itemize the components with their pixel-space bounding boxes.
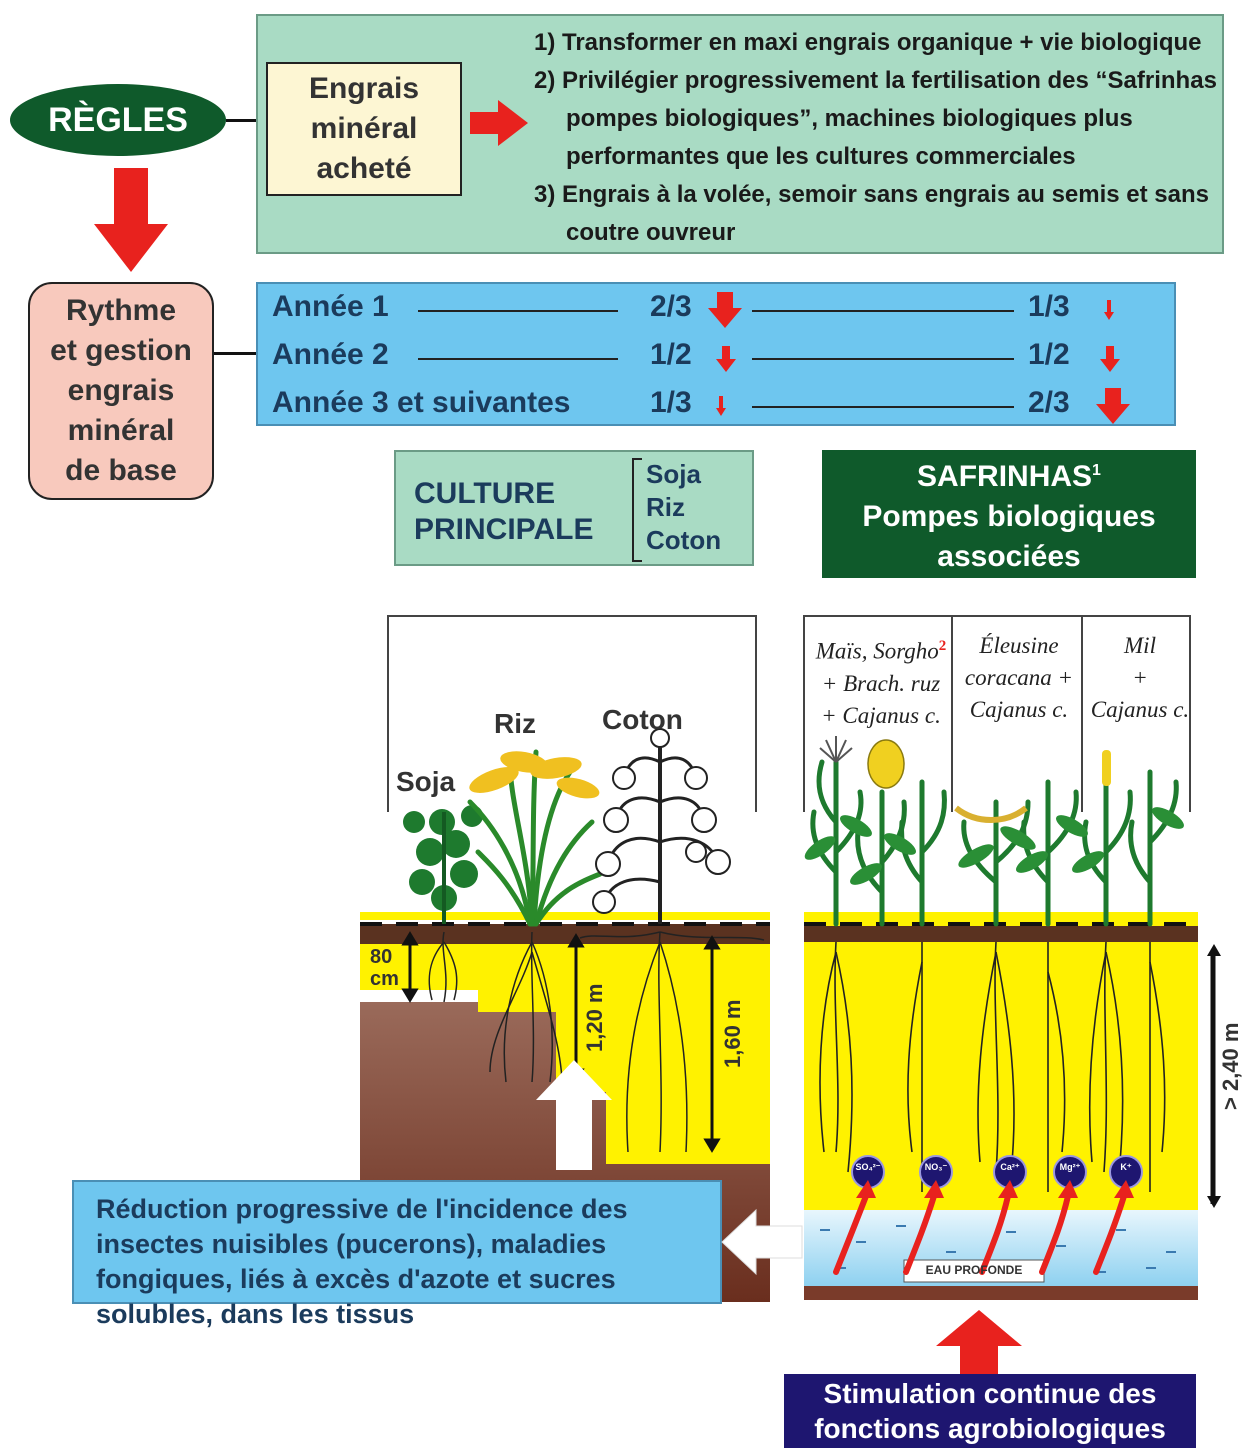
- main-share: 2/3: [650, 290, 692, 323]
- arrow-up-icon: [936, 1310, 1022, 1376]
- ion-potassium: K⁺: [1120, 1162, 1132, 1172]
- rule-item: 2) Privilégier progressivement la fertil…: [534, 67, 1217, 94]
- rule-item: coutre ouvreur: [566, 219, 736, 246]
- leader-line: [752, 358, 1014, 360]
- depth-arrow-icon: [1207, 944, 1221, 1208]
- stimulation-box: Stimulation continue des fonctions agrob…: [784, 1374, 1196, 1448]
- rule-item: performantes que les cultures commercial…: [566, 143, 1076, 170]
- mineral-fertilizer-box: Engrais minéral acheté: [266, 62, 462, 196]
- leader-line: [752, 406, 1014, 408]
- arrow-down-icon: [1104, 300, 1114, 320]
- arrow-down-icon: [708, 292, 742, 328]
- coton-depth: 1,60 m: [720, 999, 745, 1069]
- rules-list: 1) Transformer en maxi engrais organique…: [534, 24, 1218, 252]
- ion-sulfate: SO₄²⁻: [855, 1162, 881, 1172]
- ion-nitrate: NO₃⁻: [924, 1162, 948, 1172]
- year-label: Année 1: [272, 290, 389, 323]
- riz-depth: 1,20 m: [582, 983, 607, 1053]
- safrinha-column-3: Mil + Cajanus c.: [1090, 633, 1190, 722]
- leader-line: [418, 358, 618, 360]
- year-label: Année 2: [272, 338, 389, 371]
- arrow-down-icon: [716, 346, 736, 372]
- main-share: 1/3: [650, 386, 692, 419]
- deep-water-label: EAU PROFONDE: [925, 1263, 1023, 1277]
- main-crop-list: Soja Riz Coton: [646, 459, 722, 555]
- ion-calcium: Ca²⁺: [1000, 1162, 1020, 1172]
- arrow-down-icon: [716, 396, 726, 416]
- arrow-right-icon: [470, 100, 528, 146]
- safrinha-share: 1/2: [1028, 338, 1070, 371]
- arrow-down-icon: [1096, 388, 1130, 424]
- connector-line: [214, 352, 258, 355]
- rhythm-box: Rythme et gestion engrais minéral de bas…: [28, 282, 214, 500]
- main-crop-title: CULTURE PRINCIPALE: [414, 477, 594, 546]
- year-label: Année 3 et suivantes: [272, 386, 571, 419]
- safrinha-share: 1/3: [1028, 290, 1070, 323]
- arrow-down-icon: [94, 168, 168, 272]
- rule-item: pompes biologiques”, machines biologique…: [566, 105, 1133, 132]
- safrinhas-depth: > 2,40 m: [1218, 1022, 1243, 1110]
- riz-label: Riz: [494, 708, 536, 739]
- safrinha-column-2: Éleusine coracana + Cajanus c.: [964, 633, 1074, 722]
- years-panel: [256, 282, 1176, 426]
- reduction-box: Réduction progressive de l'incidence des…: [72, 1180, 722, 1329]
- rule-item: 3) Engrais à la volée, semoir sans engra…: [534, 181, 1209, 208]
- safrinha-share: 2/3: [1028, 386, 1070, 419]
- leader-line: [752, 310, 1014, 312]
- arrow-left-icon: [721, 1208, 803, 1276]
- regles-label: RÈGLES: [10, 84, 226, 156]
- coton-label: Coton: [602, 704, 683, 735]
- safrinhas-illustration: [803, 615, 1214, 1300]
- rule-item: 1) Transformer en maxi engrais organique…: [534, 29, 1202, 56]
- main-crop-box: CULTURE PRINCIPALE Soja Riz Coton: [394, 450, 754, 566]
- leader-line: [418, 310, 618, 312]
- arrow-down-icon: [1100, 346, 1120, 372]
- main-share: 1/2: [650, 338, 692, 371]
- safrinhas-box: SAFRINHAS1 Pompes biologiques associées: [822, 450, 1196, 578]
- safrinha-column-1: Maïs, Sorgho2 + Brach. ruz + Cajanus c.: [815, 638, 947, 728]
- soja-label: Soja: [396, 766, 456, 797]
- connector-line: [226, 119, 256, 122]
- ion-magnesium: Mg²⁺: [1059, 1162, 1081, 1172]
- bracket: [632, 458, 642, 562]
- safrinhas-title: SAFRINHAS: [917, 460, 1093, 493]
